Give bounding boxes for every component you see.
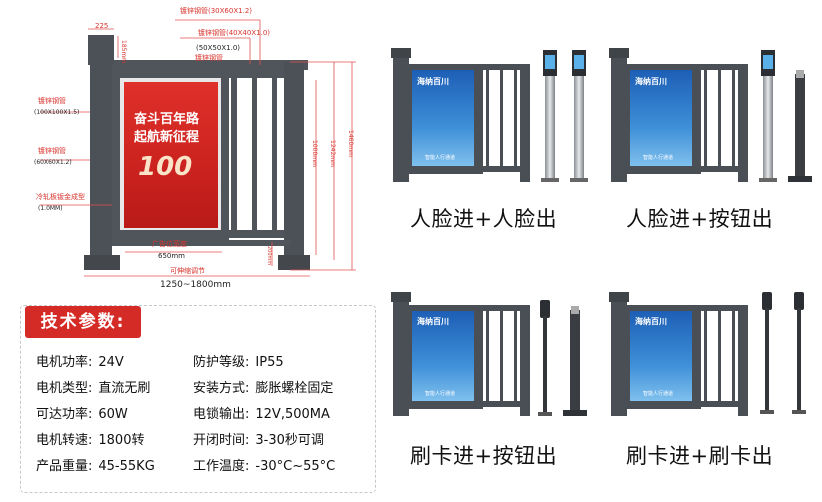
poster-line2: 起航新征程 xyxy=(134,130,200,145)
label-h-1460: 1460mm xyxy=(347,130,354,157)
spec-left-3: 电机转速:1800转 xyxy=(36,433,145,448)
label-plate-spec: (1.0MM) xyxy=(38,205,63,212)
spec-right-0: 防护等级:IP55 xyxy=(193,355,284,370)
caption-card-card: 刷卡进+刷卡出 xyxy=(626,444,774,468)
spec-left-2: 可达功率:60W xyxy=(36,407,128,422)
spec-box xyxy=(20,305,376,493)
label-left-tube-name: 镀锌钢管 xyxy=(38,97,66,105)
spec-left-1: 电机类型:直流无刷 xyxy=(36,381,151,396)
label-width-225: 225 xyxy=(95,22,109,30)
label-left-tube2-name: 镀锌钢管 xyxy=(38,147,66,155)
label-left-tube-spec: (100X100X1.5) xyxy=(34,109,80,116)
label-left-tube2-spec: (60X60X1.2) xyxy=(34,159,72,166)
variant-3-sub: 智能人行通道 xyxy=(425,391,456,397)
label-range: 1250~1800mm xyxy=(160,280,231,290)
poster-number: 100 xyxy=(138,152,193,182)
poster: 奋斗百年路 起航新征程 100 xyxy=(124,82,218,228)
variant-gate-1 xyxy=(391,48,588,182)
spec-left-0: 电机功率:24V xyxy=(36,355,124,370)
spec-title: 技术参数: xyxy=(25,306,141,338)
variant-1-brand: 海纳百川 xyxy=(417,77,449,86)
label-ad-650: 650mm xyxy=(158,252,185,260)
variant-gate-4 xyxy=(609,292,806,416)
label-h-1000: 1000mm xyxy=(311,140,318,167)
label-h-1242: 1242mm xyxy=(329,140,336,167)
label-tube-50-spec: (50X50X1.0) xyxy=(196,44,240,52)
label-plate-name: 冷轧板钣金成型 xyxy=(36,193,85,201)
poster-line1: 奋斗百年路 xyxy=(134,112,200,127)
variant-3-brand: 海纳百川 xyxy=(417,317,449,326)
caption-face-button: 人脸进+按钮出 xyxy=(626,207,774,231)
caption-face-face: 人脸进+人脸出 xyxy=(410,207,558,231)
spec-left-4: 产品重量:45-55KG xyxy=(36,459,155,474)
variant-1-sub: 智能人行通道 xyxy=(425,155,456,161)
spec-right-1: 安装方式:膨胀螺栓固定 xyxy=(193,381,334,396)
variant-gate-3 xyxy=(391,292,587,416)
variant-4-brand: 海纳百川 xyxy=(635,317,667,326)
variant-gate-2 xyxy=(609,48,812,182)
label-ad-width: 广告位宽度 xyxy=(152,240,187,248)
label-h-200: 200mm xyxy=(266,246,272,266)
caption-card-button: 刷卡进+按钮出 xyxy=(410,444,558,468)
variant-4-sub: 智能人行通道 xyxy=(643,391,674,397)
label-top-tube: 镀锌钢管(30X60X1.2) xyxy=(180,7,252,15)
label-tube-50-name: 镀锌钢管 xyxy=(195,54,223,62)
variant-2-brand: 海纳百川 xyxy=(635,77,667,86)
variant-2-sub: 智能人行通道 xyxy=(643,155,674,161)
label-adjustable: 可伸缩调节 xyxy=(170,267,205,275)
spec-right-2: 电锁输出:12V,500MA xyxy=(193,407,330,422)
label-tube-40: 镀锌钢管(40X40X1.0) xyxy=(198,29,270,37)
label-height-185: 185mm xyxy=(120,40,127,64)
spec-right-3: 开闭时间:3-30秒可调 xyxy=(193,433,324,448)
spec-right-4: 工作温度:-30°C~55°C xyxy=(193,459,336,474)
